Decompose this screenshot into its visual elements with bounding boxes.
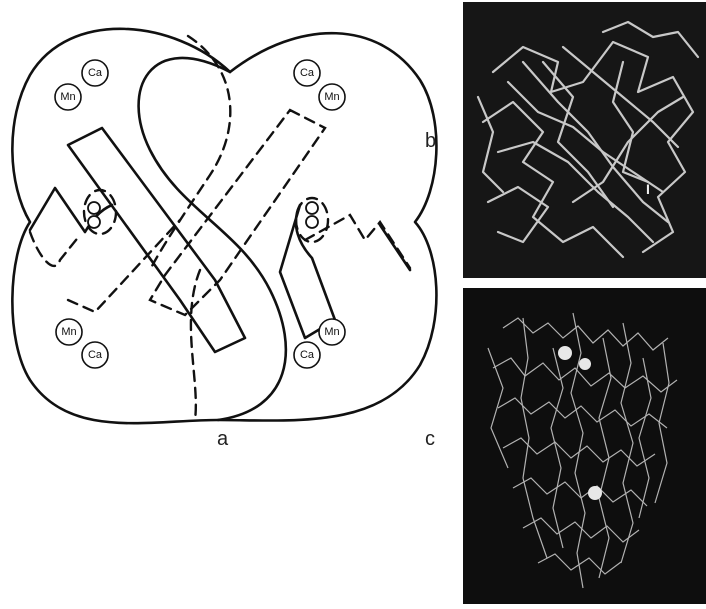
atomic-model-image (463, 288, 706, 604)
ion-mn-bottom-right-label: Mn (324, 326, 339, 338)
dashed-subunit-curve-top (150, 36, 230, 270)
ion-mn-bottom-left-label: Mn (61, 326, 76, 338)
left-site-circle-upper (88, 202, 100, 214)
backbone-trace-image: I (463, 2, 706, 278)
right-zigzag-solid (380, 225, 410, 270)
right-zigzag-dashed (305, 215, 410, 268)
ion-ca-bottom-right-label: Ca (300, 349, 315, 361)
left-dashed-bar (68, 220, 180, 312)
left-site-circle-lower (88, 216, 100, 228)
right-site-circle-lower (306, 216, 318, 228)
panel-label-c: c (425, 428, 435, 451)
ion-ca-top-right-label: Ca (300, 67, 315, 79)
dimer-schematic-diagram: Ca Mn Ca Mn Mn Ca Mn Ca (0, 0, 455, 604)
backbone-marker-label: I (646, 181, 650, 197)
dashed-subunit-curve-bottom (191, 270, 200, 420)
panel-label-b: b (425, 130, 436, 153)
right-site-circle-upper (306, 202, 318, 214)
ion-ca-top-left-label: Ca (88, 67, 103, 79)
ion-mn-top-left-label: Mn (60, 91, 75, 103)
ion-ca-bottom-left-label: Ca (88, 349, 103, 361)
panel-label-a: a (217, 428, 228, 451)
left-zigzag-dashed (30, 232, 80, 266)
ion-mn-top-right-label: Mn (324, 91, 339, 103)
s-shaped-boundary (139, 58, 286, 420)
